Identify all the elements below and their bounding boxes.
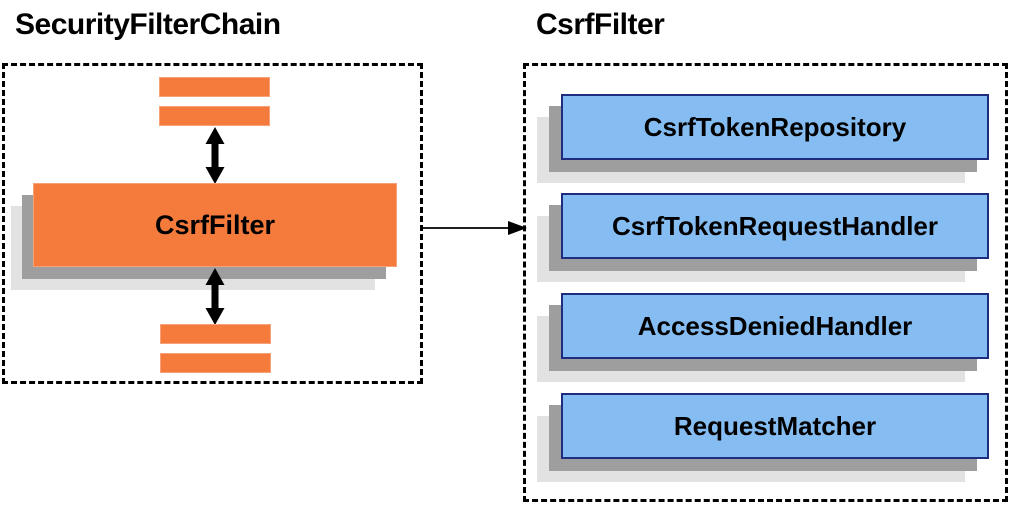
csrf-filter-components-container: CsrfTokenRepository CsrfTokenRequestHand… (523, 63, 1008, 502)
up-down-arrow-icon (205, 268, 225, 325)
csrf-filter-box: CsrfFilter (33, 183, 397, 267)
security-filter-chain-container: CsrfFilter (2, 63, 423, 384)
component-box-request-matcher: RequestMatcher (561, 393, 989, 459)
up-down-arrow-icon (205, 127, 225, 184)
filter-chain-bar-top-1 (159, 77, 270, 97)
component-box-access-denied-handler: AccessDeniedHandler (561, 293, 989, 359)
csrf-filter-box-label: CsrfFilter (154, 209, 276, 240)
component-box-label: AccessDeniedHandler (637, 310, 913, 341)
component-box-label: RequestMatcher (673, 410, 877, 441)
security-filter-chain-title: SecurityFilterChain (15, 8, 281, 41)
component-box-label: CsrfTokenRequestHandler (611, 210, 939, 241)
component-box-csrf-token-request-handler: CsrfTokenRequestHandler (561, 193, 989, 259)
component-box-label: CsrfTokenRepository (643, 111, 907, 142)
csrf-filter-title: CsrfFilter (536, 8, 665, 41)
filter-chain-bar-bottom-1 (160, 324, 271, 344)
flow-arrow-icon (423, 221, 527, 235)
filter-chain-bar-top-2 (159, 106, 270, 126)
component-box-csrf-token-repository: CsrfTokenRepository (561, 94, 989, 160)
filter-chain-bar-bottom-2 (160, 353, 271, 373)
